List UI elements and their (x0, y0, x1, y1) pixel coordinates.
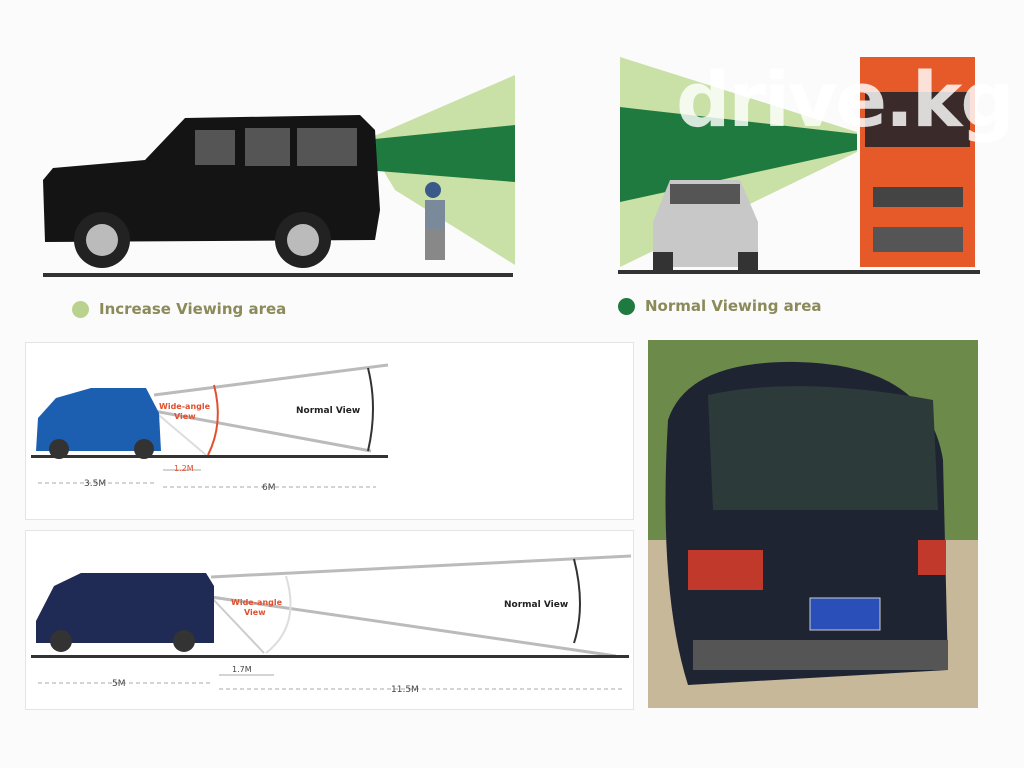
wide-angle-arc (265, 575, 292, 654)
van-view-diagram: Wide-angle View Normal View 5M 1.7M 11.5… (31, 554, 632, 695)
silver-car (653, 180, 758, 270)
child-figure (425, 182, 445, 260)
normal-view-upper-ray (153, 363, 389, 397)
normal-view-arc (367, 367, 374, 452)
black-suv (43, 115, 380, 268)
legend-dot-dark-green (618, 297, 635, 315)
rear-bumper (693, 640, 948, 670)
legend-label: Increase Viewing area (99, 300, 287, 318)
van-diagram-panel: Wide-angle View Normal View 5M 1.7M 11.5… (25, 530, 634, 710)
rear-window (708, 386, 938, 510)
license-plate (809, 597, 881, 631)
wide-angle-label-2: View (244, 608, 266, 617)
normal-view-upper-ray (210, 554, 632, 579)
navy-van (36, 573, 214, 652)
ground-line (31, 655, 629, 658)
wide-distance-label: 1.2M (174, 464, 194, 473)
wide-angle-arc (207, 384, 219, 456)
blue-car (36, 388, 161, 459)
legend-dot-light-green (72, 300, 89, 318)
car-length-label: 3.5M (84, 479, 106, 489)
car-diagram-panel: Wide-angle View Normal View 3.5M 1.2M 6M (25, 342, 634, 520)
wide-angle-label-2: View (174, 412, 196, 421)
normal-view-label: Normal View (296, 406, 360, 416)
wide-angle-ray (210, 596, 265, 654)
legend-increase: Increase Viewing area (72, 300, 286, 318)
wide-angle-ray (153, 410, 207, 456)
normal-view-lower-ray (210, 595, 617, 658)
normal-view-label: Normal View (504, 600, 568, 610)
normal-distance-label: 6M (262, 483, 276, 493)
ground-line (43, 273, 513, 277)
watermark-logo: drive.kg (676, 55, 1015, 144)
ground-line (618, 270, 980, 274)
van-length-label: 5M (112, 679, 126, 689)
van-rear-photo (648, 340, 978, 708)
wide-angle-label: Wide-angle (159, 402, 211, 411)
normal-view-arc (573, 558, 581, 644)
truck-scene (618, 57, 980, 274)
legend-normal: Normal Viewing area (618, 297, 821, 315)
normal-distance-label: 11.5M (391, 685, 419, 695)
normal-view-lower-ray (153, 409, 372, 453)
tail-light-right (918, 540, 946, 575)
tail-light-left (688, 550, 763, 590)
car-view-diagram: Wide-angle View Normal View 3.5M 1.2M 6M (31, 363, 389, 493)
ground-line (31, 455, 388, 458)
suv-scene (43, 75, 515, 277)
normal-view-cone (365, 125, 515, 182)
wide-angle-label: Wide-angle (231, 598, 283, 607)
legend-label: Normal Viewing area (645, 297, 822, 315)
normal-view-inner-cone (620, 107, 857, 202)
red-truck (860, 57, 975, 267)
wide-distance-label: 1.7M (232, 665, 252, 674)
